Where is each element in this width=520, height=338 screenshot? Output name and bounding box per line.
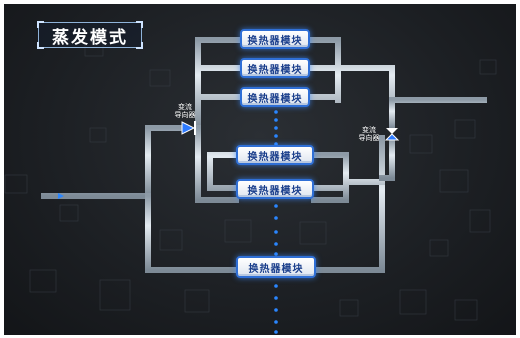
mode-title: 蒸发模式	[52, 27, 128, 48]
pipes	[41, 37, 487, 273]
valve-right-icon	[384, 128, 400, 141]
background-grid	[4, 39, 497, 321]
pipe-middle-right	[311, 152, 385, 203]
valve-left-label: 变流 导向器	[170, 103, 200, 119]
pipe-outlet	[389, 97, 487, 131]
pipe-top-bus	[195, 37, 243, 131]
heat-exchanger-module-2[interactable]: 换热器模块	[240, 58, 310, 78]
pipe-top-right	[307, 37, 395, 131]
valve-left-label-line1: 变流	[178, 103, 192, 111]
pipe-valve-right-feed	[379, 137, 395, 181]
valve-right-label-line1: 变流	[362, 126, 376, 134]
pipe-left-loop	[145, 193, 243, 273]
heat-exchanger-module-1[interactable]: 换热器模块	[240, 29, 310, 49]
valve-right-label: 变流 导向器	[354, 126, 384, 142]
pipe-inlet	[41, 125, 185, 199]
valve-left-label-line2: 导向器	[174, 111, 196, 119]
heat-exchanger-module-6[interactable]: 换热器模块	[236, 256, 316, 278]
heat-exchanger-module-4[interactable]: 换热器模块	[236, 145, 314, 165]
valve-right-label-line2: 导向器	[358, 134, 380, 142]
heat-exchanger-module-5[interactable]: 换热器模块	[236, 179, 314, 199]
pipe-middle-left	[195, 125, 239, 203]
valve-left-icon	[181, 121, 196, 135]
mode-title-box: 蒸发模式	[37, 21, 143, 49]
flow-dots	[58, 110, 278, 334]
heat-exchanger-module-3[interactable]: 换热器模块	[240, 87, 310, 107]
